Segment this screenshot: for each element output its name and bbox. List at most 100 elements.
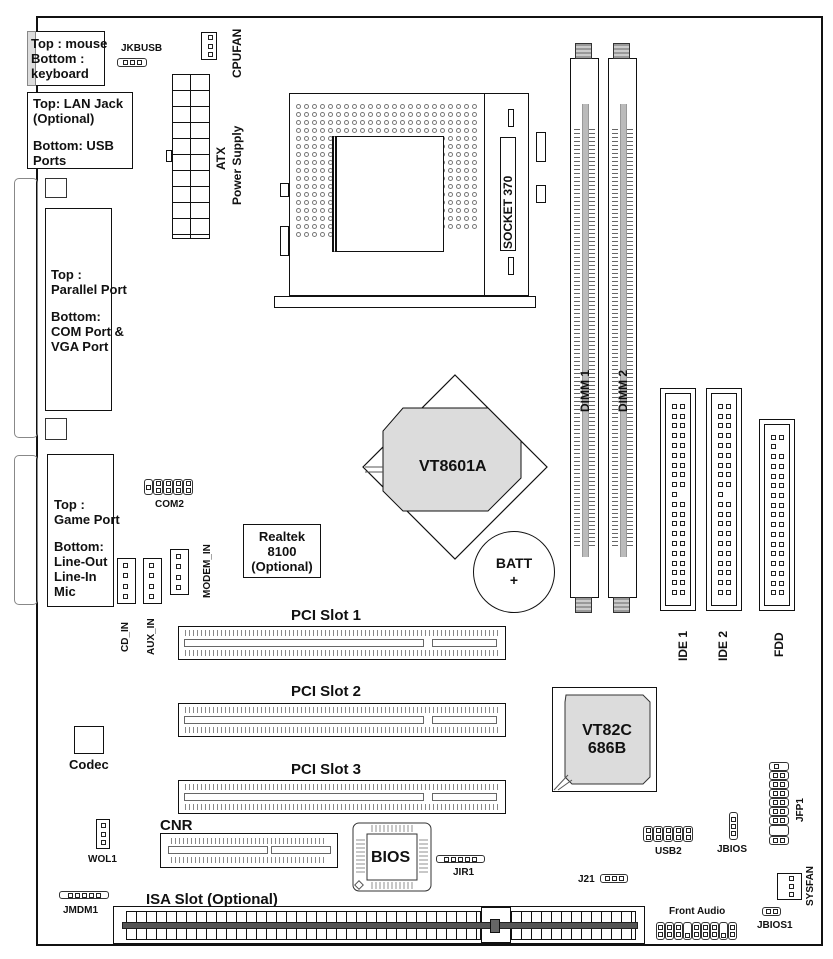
dimm2-top-latch[interactable] <box>613 43 630 59</box>
ide1-connector[interactable] <box>660 388 696 611</box>
isa-slot-key-bar <box>122 922 638 929</box>
j21-jumper[interactable] <box>600 874 628 883</box>
dimm2-bottom-latch[interactable] <box>613 597 630 613</box>
front-audio-label: Front Audio <box>669 906 726 917</box>
parallel-connector-shell <box>14 178 38 438</box>
parallel-label-line2: Parallel Port <box>51 282 127 297</box>
socket-lever-rail <box>484 94 525 295</box>
lan-usb-label-line1: Top: LAN Jack <box>33 96 124 111</box>
fdd-pins <box>764 424 790 606</box>
ide1-pins <box>665 393 691 606</box>
jkbusb-header[interactable] <box>117 58 147 67</box>
parallel-label-line1: Top : <box>51 267 82 282</box>
realtek-chip <box>243 524 321 578</box>
pci-slot1[interactable] <box>178 626 506 660</box>
modem-in-connector[interactable] <box>170 549 189 595</box>
ps2-label-line3: keyboard <box>31 66 89 81</box>
codec-chip <box>74 726 104 754</box>
pci-slot2-label: PCI Slot 2 <box>291 683 362 700</box>
socket-slot-top <box>508 109 514 127</box>
cnr-slot[interactable] <box>160 833 338 868</box>
pci-slot3-label: PCI Slot 3 <box>291 761 362 778</box>
parallel-label: Top : Parallel Port Bottom: COM Port & V… <box>51 267 127 354</box>
isa-slot[interactable] <box>113 906 645 944</box>
cd-in-connector[interactable] <box>117 558 136 604</box>
wol1-label: WOL1 <box>88 854 117 865</box>
jbios-label: JBIOS <box>717 844 748 855</box>
game-audio-label-line6: Mic <box>54 584 76 599</box>
wol1-connector[interactable] <box>96 819 110 849</box>
lan-usb-label-line3: Bottom: USB <box>33 138 114 153</box>
lan-usb-label-line4: Ports <box>33 153 67 168</box>
atx-label: ATX <box>214 146 228 170</box>
jfp1-label: JFP1 <box>795 798 806 822</box>
fdd-label: FDD <box>772 632 786 657</box>
bios-chip <box>352 822 432 892</box>
game-audio-label-line3: Bottom: <box>54 539 104 554</box>
southbridge-label-line2: 686B <box>587 740 627 757</box>
ps2-label-line2: Bottom : <box>31 51 85 66</box>
socket-tab-left1 <box>280 183 289 197</box>
j21-label: J21 <box>578 874 595 885</box>
southbridge-label: VT82C 686B <box>572 722 642 758</box>
atx-power-latch <box>166 150 172 162</box>
battery-label-line1: BATT <box>495 555 533 571</box>
lan-usb-port-box <box>27 92 133 169</box>
realtek-label-line2: 8100 <box>267 544 297 559</box>
front-audio-header[interactable] <box>656 922 749 940</box>
usb2-header[interactable] <box>643 826 694 842</box>
ps2-label-line1: Top : mouse <box>31 36 108 51</box>
realtek-label-line1: Realtek <box>258 529 306 544</box>
isa-slot-label: ISA Slot (Optional) <box>146 891 278 908</box>
jmdm1-label: JMDM1 <box>63 905 99 916</box>
jbios1-jumper[interactable] <box>762 907 781 916</box>
socket-slot-bottom <box>508 257 514 275</box>
pci-slot3[interactable] <box>178 780 506 814</box>
socket-lever <box>274 296 536 308</box>
jbios-jumper[interactable] <box>729 812 738 840</box>
ps2-label: Top : mouse Bottom : keyboard <box>31 36 107 81</box>
game-audio-label-line2: Game Port <box>54 512 120 527</box>
dimm1-label: DIMM 1 <box>578 370 592 412</box>
jfp1-header[interactable] <box>769 762 791 852</box>
game-audio-label-line4: Line-Out <box>54 554 108 569</box>
northbridge-label: VT8601A <box>419 458 487 475</box>
game-connector-shell <box>14 455 38 605</box>
ide2-label: IDE 2 <box>716 630 730 661</box>
battery-label: BATT + <box>493 555 535 589</box>
jmdm1-header[interactable] <box>59 891 109 899</box>
realtek-label: Realtek 8100 (Optional) <box>243 529 321 574</box>
dimm1-top-latch[interactable] <box>575 43 592 59</box>
battery-label-line2: + <box>509 572 519 588</box>
battery <box>473 531 555 613</box>
ide2-pins <box>711 393 737 606</box>
dimm2-label: DIMM 2 <box>616 370 630 412</box>
sysfan-label: SYSFAN <box>805 865 816 906</box>
cpufan-label: CPUFAN <box>230 28 244 78</box>
jir1-header[interactable] <box>436 855 485 863</box>
northbridge-chip <box>362 374 548 560</box>
ide2-connector[interactable] <box>706 388 742 611</box>
cpufan-connector[interactable] <box>201 32 217 60</box>
southbridge-chip <box>553 694 651 791</box>
fdd-connector[interactable] <box>759 419 795 611</box>
power-supply-label: Power Supply <box>230 125 244 205</box>
realtek-label-line3: (Optional) <box>251 559 313 574</box>
usb2-label: USB2 <box>655 846 682 857</box>
modem-in-label: MODEM_IN <box>202 544 213 598</box>
sysfan-connector[interactable] <box>777 873 802 900</box>
pci-slot2[interactable] <box>178 703 506 737</box>
southbridge-label-line1: VT82C <box>582 722 632 739</box>
dimm1-bottom-latch[interactable] <box>575 597 592 613</box>
com2-label: COM2 <box>155 499 184 510</box>
socket-tab-right1 <box>536 132 546 162</box>
southbridge-package <box>552 687 657 792</box>
com2-header[interactable] <box>144 479 195 495</box>
lan-usb-label-line2: (Optional) <box>33 111 95 126</box>
parallel-bottom-standoff <box>45 418 67 440</box>
socket-370: (function(){var s='';for(var i=0;i<19*20… <box>289 93 529 296</box>
dimm1-slot[interactable] <box>570 58 599 598</box>
aux-in-connector[interactable] <box>143 558 162 604</box>
atx-power-connector[interactable] <box>172 74 210 239</box>
dimm2-slot[interactable] <box>608 58 637 598</box>
